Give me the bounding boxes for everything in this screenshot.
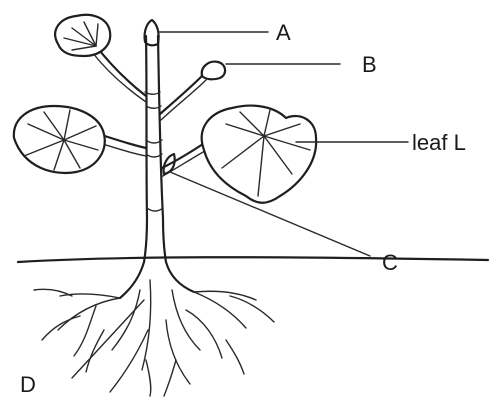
- label-d: D: [20, 372, 36, 397]
- axillary-bud: [202, 62, 225, 80]
- left-leaf: [14, 106, 105, 173]
- upper-left-leaf: [55, 15, 110, 56]
- root-system: [34, 262, 274, 396]
- label-c: C: [382, 250, 398, 275]
- label-leaf-l: leaf L: [412, 130, 466, 155]
- upper-left-petiole: [96, 46, 146, 96]
- label-b: B: [362, 52, 377, 77]
- main-stem: [144, 36, 166, 262]
- leaf-l: [202, 106, 316, 203]
- label-a: A: [276, 20, 291, 45]
- bud-branch: [160, 76, 202, 114]
- ground-line: [18, 257, 488, 262]
